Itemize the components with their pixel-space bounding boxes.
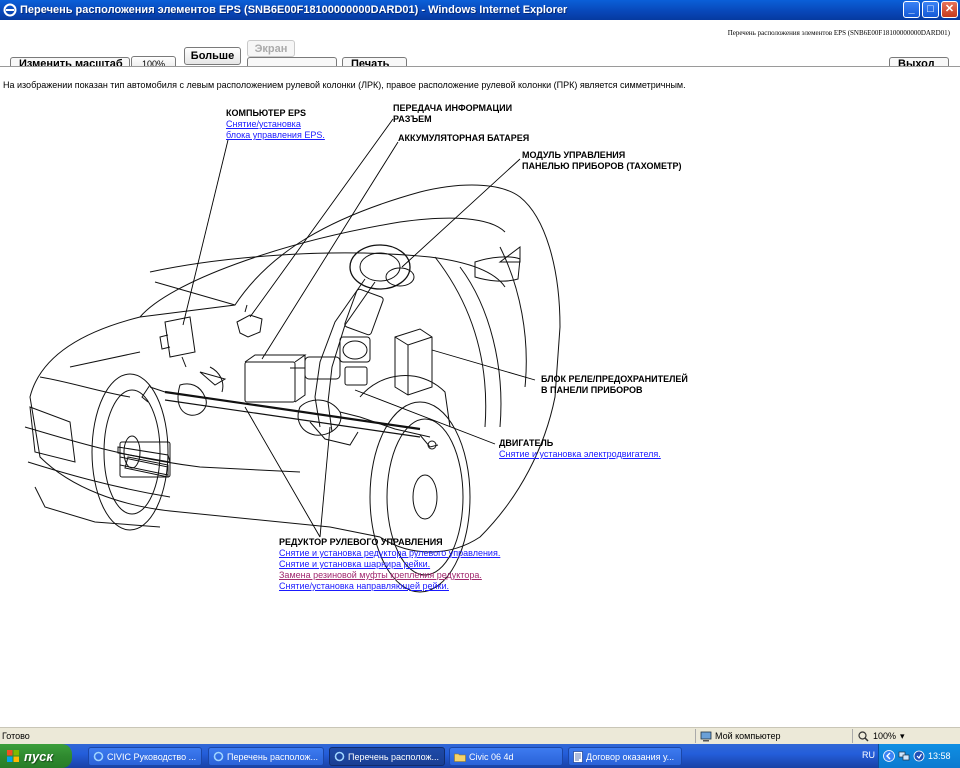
- fuse-box-label-1: БЛОК РЕЛЕ/ПРЕДОХРАНИТЕЛЕЙ: [541, 374, 688, 384]
- gearbox-link-4[interactable]: Снятие/установка направляющей рейки.: [279, 581, 449, 591]
- taskbar-item-civic-manual[interactable]: CIVIC Руководство ...: [88, 747, 202, 766]
- window-controls: _ □ ✕: [903, 1, 958, 18]
- gearbox-link-1[interactable]: Снятие и установка редуктора рулевого уп…: [279, 548, 501, 558]
- taskbar-item-eps-list-1[interactable]: Перечень располож...: [208, 747, 324, 766]
- taskbar-item-label: Перечень располож...: [227, 751, 319, 762]
- maximize-button[interactable]: □: [922, 1, 939, 18]
- fuse-box-label-2: В ПАНЕЛИ ПРИБОРОВ: [541, 385, 643, 395]
- windows-logo-icon: [6, 749, 20, 763]
- data-connector-label-2: РАЗЪЕМ: [393, 114, 432, 124]
- zone-text: Мой компьютер: [715, 731, 781, 741]
- status-text: Готово: [2, 731, 30, 741]
- toolbar-button-mid[interactable]: [247, 57, 337, 66]
- data-connector-label-1: ПЕРЕДАЧА ИНФОРМАЦИИ: [393, 103, 513, 113]
- window-title: Перечень расположения элементов EPS (SNB…: [20, 4, 568, 16]
- taskbar-item-label: Civic 06 4d: [469, 751, 514, 762]
- gauge-module-label-1: МОДУЛЬ УПРАВЛЕНИЯ: [522, 150, 626, 160]
- chevron-left-icon[interactable]: [883, 750, 895, 762]
- taskbar-item-label: Перечень располож...: [348, 751, 440, 762]
- motor-label: ДВИГАТЕЛЬ: [499, 438, 554, 448]
- security-shield-icon[interactable]: [913, 750, 925, 762]
- folder-icon: [454, 752, 466, 762]
- print-button[interactable]: Печать: [342, 57, 407, 66]
- taskbar-item-civic-folder[interactable]: Civic 06 4d: [449, 747, 563, 766]
- document-id: Перечень расположения элементов EPS (SNB…: [727, 29, 950, 37]
- zoom-change-button[interactable]: Изменить масштаб: [10, 57, 130, 66]
- status-separator: [852, 729, 853, 743]
- eps-computer-label: КОМПЬЮТЕР EPS: [226, 108, 306, 118]
- taskbar-item-label: CIVIC Руководство ...: [107, 751, 197, 762]
- battery-label: АККУМУЛЯТОРНАЯ БАТАРЕЯ: [398, 133, 530, 143]
- computer-icon: [700, 731, 712, 742]
- zoom-icon: [858, 730, 869, 742]
- close-button[interactable]: ✕: [941, 1, 958, 18]
- motor-link[interactable]: Снятие и установка электродвигателя.: [499, 449, 661, 459]
- document-icon: [573, 750, 583, 763]
- eps-location-illustration: [24, 118, 561, 593]
- clock[interactable]: 13:58: [928, 751, 951, 761]
- zoom-value-field[interactable]: 100%: [131, 56, 176, 66]
- document-toolbar: Перечень расположения элементов EPS (SNB…: [0, 20, 960, 67]
- page-description: На изображении показан тип автомобиля с …: [3, 80, 686, 90]
- system-tray: 13:58: [878, 744, 960, 768]
- taskbar-item-label: Договор оказания у...: [586, 751, 675, 762]
- eps-unit-link-1[interactable]: Снятие/установка: [226, 119, 301, 129]
- ie-logo-icon: [334, 751, 345, 762]
- ie-logo-icon: [213, 751, 224, 762]
- ie-logo-icon: [93, 751, 104, 762]
- gearbox-link-3[interactable]: Замена резиновой муфты крепления редукто…: [279, 570, 482, 580]
- eps-unit-link-2[interactable]: блока управления EPS.: [226, 130, 325, 140]
- status-separator: [695, 729, 696, 743]
- document-content: На изображении показан тип автомобиля с …: [0, 67, 960, 727]
- chevron-down-icon: ▾: [900, 730, 905, 741]
- gearbox-label: РЕДУКТОР РУЛЕВОГО УПРАВЛЕНИЯ: [279, 537, 443, 547]
- title-bar: Перечень расположения элементов EPS (SNB…: [0, 0, 960, 20]
- status-bar: Готово Мой компьютер 100% ▾: [0, 727, 960, 744]
- taskbar-item-contract-doc[interactable]: Договор оказания у...: [568, 747, 682, 766]
- exit-button[interactable]: Выход: [889, 57, 949, 66]
- gauge-module-label-2: ПАНЕЛЬЮ ПРИБОРОВ (ТАХОМЕТР): [522, 161, 682, 171]
- taskbar: пуск CIVIC Руководство ... Перечень расп…: [0, 744, 960, 768]
- start-label: пуск: [24, 748, 53, 764]
- minimize-button[interactable]: _: [903, 1, 920, 18]
- zoom-control[interactable]: 100% ▾: [858, 731, 905, 742]
- screen-button: Экран: [247, 40, 295, 57]
- zoom-text: 100%: [873, 731, 897, 741]
- security-zone[interactable]: Мой компьютер: [700, 731, 781, 742]
- gearbox-link-2[interactable]: Снятие и установка шарнира рейки.: [279, 559, 431, 569]
- ie-logo-icon: [2, 2, 18, 18]
- language-indicator[interactable]: RU: [862, 750, 875, 760]
- network-icon[interactable]: [898, 750, 910, 762]
- start-button[interactable]: пуск: [0, 744, 72, 768]
- bigger-button[interactable]: Больше: [184, 47, 241, 65]
- taskbar-item-eps-list-2[interactable]: Перечень располож...: [329, 747, 445, 766]
